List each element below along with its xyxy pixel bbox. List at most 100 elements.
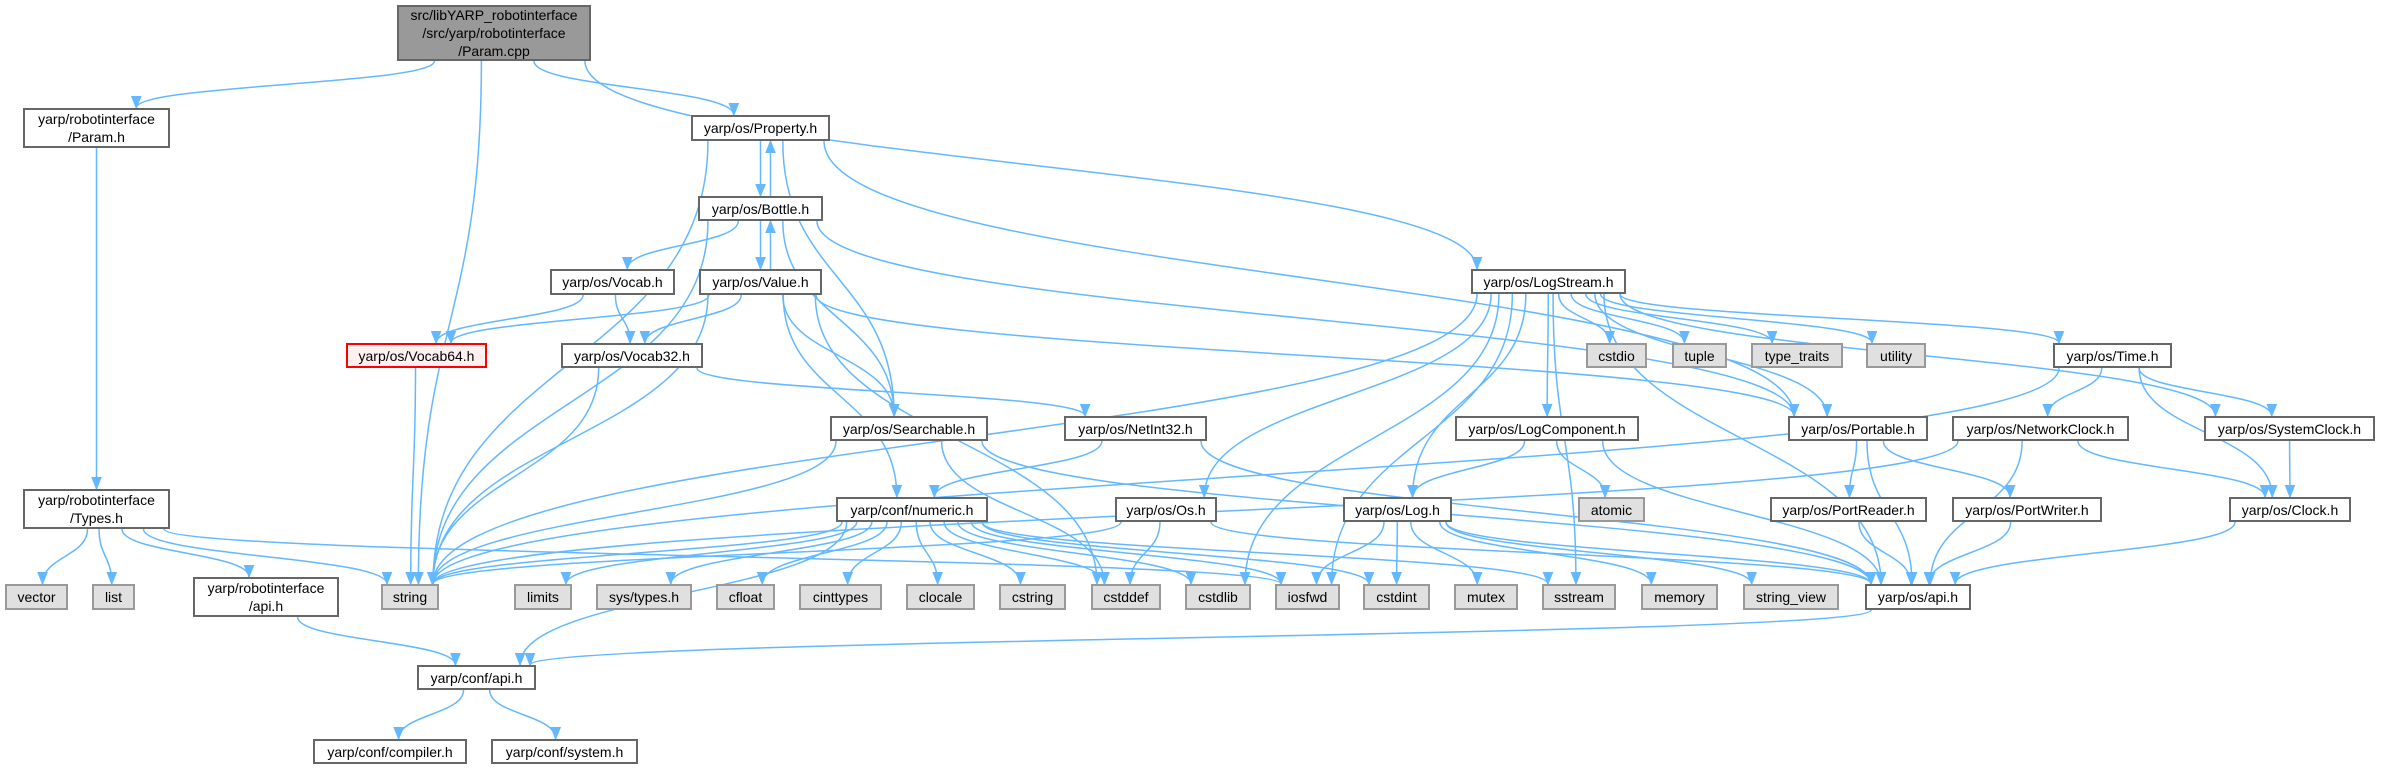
node-osapi[interactable]: yarp/os/api.h xyxy=(1865,584,1971,610)
edge-log-to-mutex xyxy=(1410,521,1483,586)
edge-value-to-searchable xyxy=(782,294,900,418)
edge-numeric-to-cfloat xyxy=(756,521,888,586)
node-logcomponent[interactable]: yarp/os/LogComponent.h xyxy=(1455,416,1639,441)
node-types[interactable]: yarp/robotinterface /Types.h xyxy=(23,489,170,529)
node-label: list xyxy=(104,589,123,605)
node-cinttypes[interactable]: cinttypes xyxy=(799,584,882,610)
node-string-view[interactable]: string_view xyxy=(1743,584,1839,610)
node-system[interactable]: yarp/conf/system.h xyxy=(491,739,638,764)
node-compiler[interactable]: yarp/conf/compiler.h xyxy=(313,739,467,764)
node-vocab64[interactable]: yarp/os/Vocab64.h xyxy=(346,343,487,368)
edge-value-to-vocab32 xyxy=(639,294,742,345)
node-netint32[interactable]: yarp/os/NetInt32.h xyxy=(1064,416,1207,441)
node-mutex[interactable]: mutex xyxy=(1454,584,1518,610)
node-label: yarp/conf/numeric.h xyxy=(850,501,974,518)
edge-vocab-to-vocab64 xyxy=(430,294,584,345)
node-label: yarp/os/Log.h xyxy=(1355,501,1440,518)
node-label: cstdlib xyxy=(1198,589,1238,605)
node-paramh[interactable]: yarp/robotinterface /Param.h xyxy=(23,108,170,148)
node-cstdio[interactable]: cstdio xyxy=(1586,343,1647,368)
node-label: tuple xyxy=(1684,347,1715,364)
node-systemclock[interactable]: yarp/os/SystemClock.h xyxy=(2204,416,2375,441)
node-log[interactable]: yarp/os/Log.h xyxy=(1343,497,1452,522)
node-riapi[interactable]: yarp/robotinterface /api.h xyxy=(193,577,339,617)
node-property[interactable]: yarp/os/Property.h xyxy=(691,115,830,141)
node-string[interactable]: string xyxy=(381,584,439,610)
node-iosfwd[interactable]: iosfwd xyxy=(1275,584,1340,610)
node-networkclock[interactable]: yarp/os/NetworkClock.h xyxy=(1952,416,2129,441)
edge-types-to-vector xyxy=(37,528,89,586)
node-cfloat[interactable]: cfloat xyxy=(716,584,775,610)
node-label: cinttypes xyxy=(812,589,869,605)
node-label: limits xyxy=(527,589,559,605)
edge-numeric-to-clocale xyxy=(915,521,944,586)
node-label: yarp/os/PortWriter.h xyxy=(1965,501,2089,518)
node-portwriter[interactable]: yarp/os/PortWriter.h xyxy=(1952,497,2102,522)
edge-bottle-to-vocab xyxy=(621,220,740,271)
node-label: yarp/os/SystemClock.h xyxy=(2217,420,2362,437)
node-portable[interactable]: yarp/os/Portable.h xyxy=(1788,416,1928,441)
node-cstring[interactable]: cstring xyxy=(999,584,1066,610)
node-label: yarp/os/Time.h xyxy=(2066,347,2159,364)
node-tuple[interactable]: tuple xyxy=(1672,343,1727,368)
edge-value-to-string xyxy=(427,294,709,586)
node-label: string_view xyxy=(1755,589,1827,605)
edge-bottle-to-searchable xyxy=(782,220,900,418)
edge-property-to-searchable xyxy=(782,140,900,418)
node-time[interactable]: yarp/os/Time.h xyxy=(2053,343,2172,368)
edge-osh-to-string xyxy=(427,521,1122,586)
node-type-traits[interactable]: type_traits xyxy=(1751,343,1843,368)
node-label: cstdint xyxy=(1376,589,1417,605)
node-logstream[interactable]: yarp/os/LogStream.h xyxy=(1471,269,1626,294)
node-clock[interactable]: yarp/os/Clock.h xyxy=(2229,497,2351,522)
edge-logstream-to-cstdio xyxy=(1557,293,1616,345)
node-label: yarp/os/LogStream.h xyxy=(1483,273,1614,290)
node-label: cfloat xyxy=(728,589,763,605)
node-vocab[interactable]: yarp/os/Vocab.h xyxy=(550,269,675,295)
edge-osapi-to-confapi xyxy=(525,609,1872,667)
node-sstream[interactable]: sstream xyxy=(1542,584,1616,610)
node-cstddef[interactable]: cstddef xyxy=(1091,584,1161,610)
edge-numeric-to-cstring xyxy=(929,521,1026,586)
edge-osh-to-cstddef xyxy=(1124,521,1161,586)
edge-value-to-vocab64 xyxy=(445,294,710,345)
edge-logstream-to-log xyxy=(1407,293,1527,499)
edge-logcomponent-to-atomic xyxy=(1555,440,1611,499)
node-searchable[interactable]: yarp/os/Searchable.h xyxy=(830,416,988,441)
node-clocale[interactable]: clocale xyxy=(906,584,975,610)
node-systypes[interactable]: sys/types.h xyxy=(596,584,692,610)
node-label: yarp/os/PortReader.h xyxy=(1782,501,1915,518)
edge-bottle-to-portable xyxy=(816,220,1800,418)
node-memory[interactable]: memory xyxy=(1641,584,1718,610)
edge-types-to-string xyxy=(142,528,393,586)
edge-paramcpp-to-property xyxy=(533,60,740,117)
node-label: cstdio xyxy=(1598,347,1635,364)
node-paramcpp[interactable]: src/libYARP_robotinterface /src/yarp/rob… xyxy=(397,5,591,61)
node-atomic[interactable]: atomic xyxy=(1578,497,1645,522)
node-confapi[interactable]: yarp/conf/api.h xyxy=(417,665,536,690)
edge-logstream-to-utility xyxy=(1599,293,1878,345)
node-list[interactable]: list xyxy=(92,584,135,610)
node-vector[interactable]: vector xyxy=(5,584,68,610)
node-label: atomic xyxy=(1590,501,1633,518)
node-label: yarp/os/Vocab32.h xyxy=(574,347,690,364)
node-label: sstream xyxy=(1554,589,1604,605)
node-limits[interactable]: limits xyxy=(514,584,572,610)
node-vocab32[interactable]: yarp/os/Vocab32.h xyxy=(561,343,703,368)
edge-types-to-riapi xyxy=(121,528,255,579)
edge-logstream-to-logcomponent xyxy=(1541,293,1553,418)
edge-logcomponent-to-osapi xyxy=(1601,440,1887,586)
node-value[interactable]: yarp/os/Value.h xyxy=(699,269,822,295)
node-cstdlib[interactable]: cstdlib xyxy=(1185,584,1251,610)
edge-log-to-memory xyxy=(1439,521,1657,586)
node-utility[interactable]: utility xyxy=(1866,343,1926,368)
node-osh[interactable]: yarp/os/Os.h xyxy=(1115,497,1217,522)
node-cstdint[interactable]: cstdint xyxy=(1363,584,1430,610)
node-bottle[interactable]: yarp/os/Bottle.h xyxy=(698,196,823,221)
edge-numeric-to-sstream xyxy=(981,521,1554,586)
node-portreader[interactable]: yarp/os/PortReader.h xyxy=(1770,497,1927,522)
node-numeric[interactable]: yarp/conf/numeric.h xyxy=(836,497,988,522)
edge-log-to-iosfwd xyxy=(1311,521,1385,586)
